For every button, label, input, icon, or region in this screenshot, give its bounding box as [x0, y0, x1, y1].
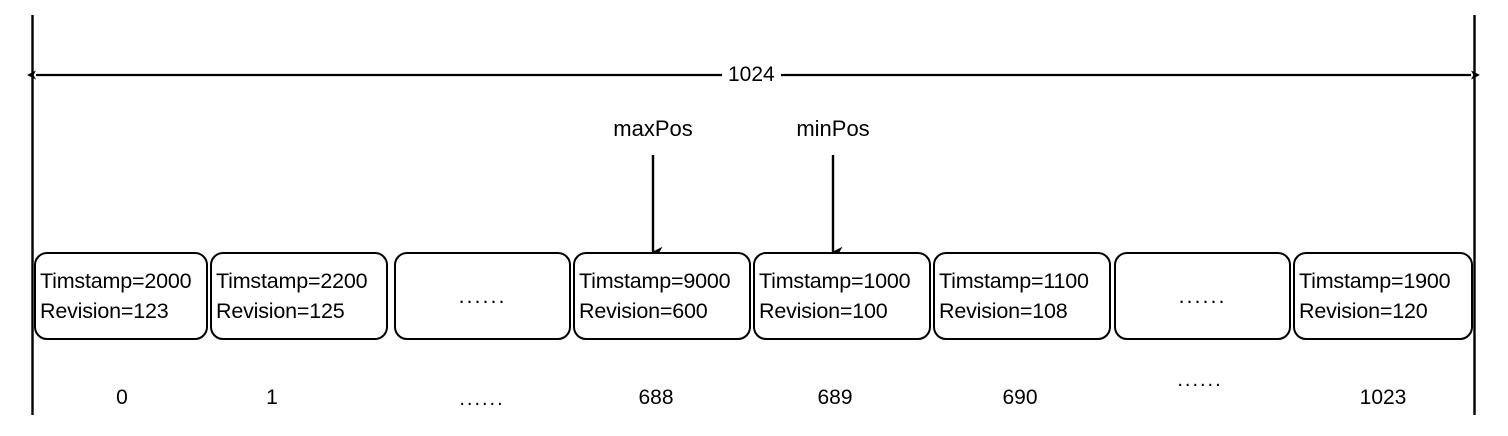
slot-revision-line: Revision=108 [939, 299, 1068, 323]
slot-ellipsis-text: ...... [1178, 284, 1227, 308]
slot-index-ellipsis: ...... [1177, 369, 1223, 391]
slot-index-ellipsis: ...... [459, 388, 505, 410]
slot-revision-line: Revision=123 [40, 299, 169, 323]
slot-timestamp-line: Timstamp=1000 [759, 269, 911, 293]
minpos-pointer-label: minPos [796, 116, 870, 141]
slot-revision-line: Revision=600 [579, 299, 708, 323]
buffer-slot[interactable]: Timstamp=1000 Revision=100 [753, 252, 931, 340]
slot-index-label: 688 [638, 386, 674, 409]
buffer-slot-ellipsis: ...... [1114, 252, 1291, 340]
slot-timestamp-line: Timstamp=1900 [1299, 269, 1451, 293]
slot-timestamp-line: Timstamp=2000 [40, 269, 192, 293]
span-length-label: 1024 [722, 64, 781, 85]
slot-timestamp-line: Timstamp=1100 [939, 269, 1089, 293]
slot-revision-line: Revision=100 [759, 299, 888, 323]
buffer-slot[interactable]: Timstamp=1900 Revision=120 [1293, 252, 1473, 340]
maxpos-pointer-label: maxPos [613, 116, 693, 141]
buffer-slot[interactable]: Timstamp=1100 Revision=108 [933, 252, 1111, 340]
slot-ellipsis-text: ...... [458, 284, 507, 308]
slot-index-label: 0 [116, 386, 128, 409]
slot-index-label: 690 [1002, 386, 1038, 409]
buffer-slot[interactable]: Timstamp=9000 Revision=600 [573, 252, 751, 340]
slot-index-label: 1 [266, 386, 278, 409]
buffer-slot[interactable]: Timstamp=2200 Revision=125 [210, 252, 388, 340]
slot-timestamp-line: Timstamp=9000 [579, 269, 731, 293]
buffer-slot[interactable]: Timstamp=2000 Revision=123 [34, 252, 208, 340]
buffer-slot-ellipsis: ...... [394, 252, 571, 340]
slot-revision-line: Revision=125 [216, 299, 345, 323]
slot-index-label: 1023 [1359, 386, 1407, 409]
slot-timestamp-line: Timstamp=2200 [216, 269, 368, 293]
slot-revision-line: Revision=120 [1299, 299, 1428, 323]
slot-index-label: 689 [817, 386, 853, 409]
